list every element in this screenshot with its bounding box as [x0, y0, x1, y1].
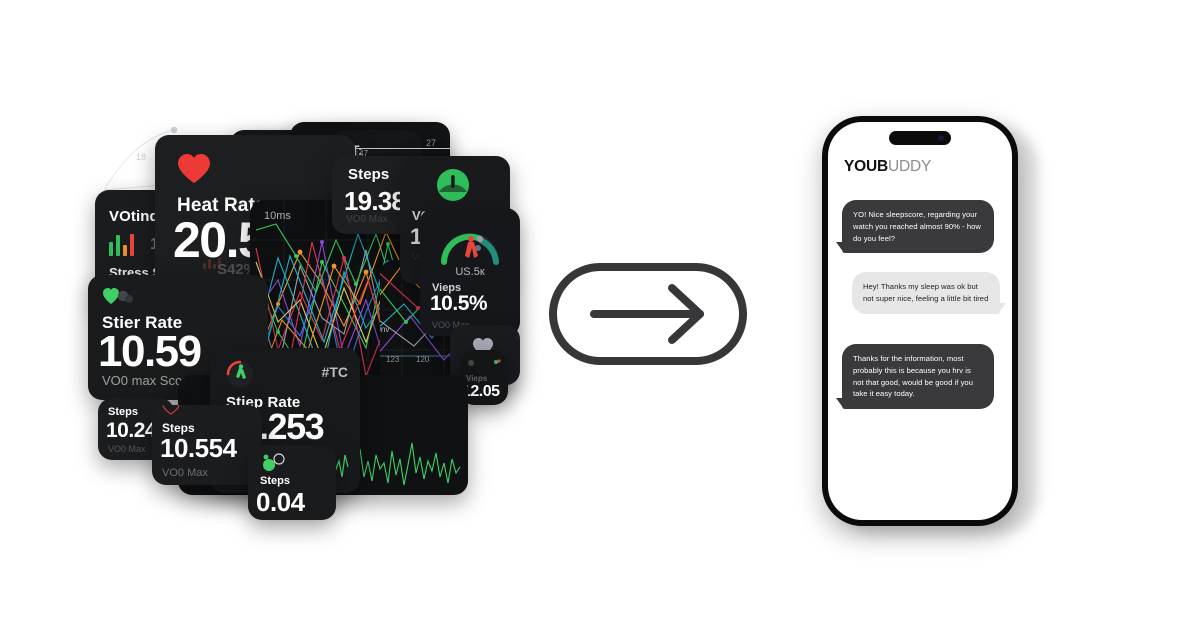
tick-strip: 27 18:47	[342, 138, 452, 170]
card-steps-19385-subtitle: VO0 Max	[346, 214, 388, 225]
chart-right-tick-b: 120	[416, 355, 430, 364]
card-steps-10554[interactable]: Steps 10.554 VO0 Max	[152, 405, 262, 485]
card-stier-rate-value: 10.59	[98, 327, 202, 376]
card-steps-10554-value: 10.554	[160, 433, 237, 463]
card-vieps-1205-value: 12.05	[462, 383, 500, 400]
brand-bold-text: YOUB	[844, 158, 888, 175]
card-vieps-gauge[interactable]: US.5к Vieps 10.5% VO0 Max	[420, 208, 520, 336]
mini-bars-icon	[203, 257, 221, 269]
card-heat-rate-title: Heat Rate	[177, 195, 266, 216]
flower-icon	[494, 359, 501, 364]
card-stier-rate-title: Stier Rate	[102, 313, 183, 332]
lineart-angle-label: 18	[136, 152, 146, 162]
bar-chart-icon	[109, 234, 134, 256]
runner-icon	[226, 360, 253, 387]
tick-right-label: 27	[425, 138, 436, 148]
dot-icon	[468, 360, 474, 366]
heart-icon	[178, 154, 210, 183]
card-steps-10554-title: Steps	[162, 421, 195, 435]
card-votinds-title: VOtinds	[109, 208, 168, 225]
chat-bubble-incoming-2[interactable]: Thanks for the information, most probabl…	[836, 344, 994, 410]
card-vieps-gauge-title: Vieps	[432, 282, 462, 294]
phone-mockup: YOUBUDDY YO! Nice sleepscore, regarding …	[822, 116, 1018, 526]
runner-small-icon	[108, 398, 122, 400]
chart-right-conv-label: 10nv	[380, 325, 390, 334]
phone-notch	[889, 131, 951, 145]
card-steps-004[interactable]: Steps 0.04	[248, 445, 336, 520]
brand-light-text: UDDY	[887, 158, 932, 175]
card-vieps-gauge-center-label: US.5к	[455, 266, 485, 278]
card-steps-1024-value: 10.24	[106, 419, 157, 442]
heart-outline-icon	[162, 405, 180, 415]
card-steps-1024-subtitle: VO0 Max	[108, 444, 146, 454]
card-vieps-1205[interactable]: Vieps 12.05	[460, 350, 508, 405]
bubble-dots-icon	[263, 453, 285, 471]
card-vieps-gauge-value: 10.5%	[430, 292, 488, 315]
chart-right-tick-a: 123	[386, 355, 400, 364]
runner-gauge-icon	[441, 233, 499, 265]
card-stier-rate-subtitle: VO0 max Score	[102, 373, 194, 388]
phone-screen: YOUBUDDY YO! Nice sleepscore, regarding …	[828, 122, 1012, 520]
front-camera-icon	[938, 135, 944, 141]
card-vieps-1205-title: Vieps	[466, 374, 488, 383]
arrow-right-pill-icon[interactable]	[548, 262, 748, 366]
chat-bubble-incoming-1[interactable]: YO! Nice sleepscore, regarding your watc…	[836, 200, 994, 254]
chart-top-left-label: 10ms	[264, 210, 291, 222]
gauge-green-icon	[437, 169, 469, 201]
chat-bubble-outgoing-1[interactable]: Hey! Thanks my sleep was ok but not supe…	[852, 272, 1006, 314]
card-steps-19385-title: Steps	[348, 166, 390, 183]
tick-time-label: 18:47	[348, 149, 369, 158]
card-vieps-gauge-subtitle: VO0 Max	[432, 320, 470, 330]
card-heat-rate-percent: S42%	[217, 261, 258, 278]
health-dashboard-collage: 18 900 9000 N23 GT: 27 18:47 VOtinds	[80, 110, 520, 520]
heart-green-icon	[103, 288, 133, 304]
app-brand-logo: YOUBUDDY	[844, 158, 931, 176]
card-stiep-rate-tag: #TC	[321, 364, 348, 380]
card-steps-10554-subtitle: VO0 Max	[162, 467, 208, 479]
card-steps-004-title: Steps	[260, 475, 290, 487]
card-steps-004-value: 0.04	[256, 487, 305, 517]
card-steps-1024-title: Steps	[108, 406, 138, 418]
tick-rule	[342, 148, 452, 149]
